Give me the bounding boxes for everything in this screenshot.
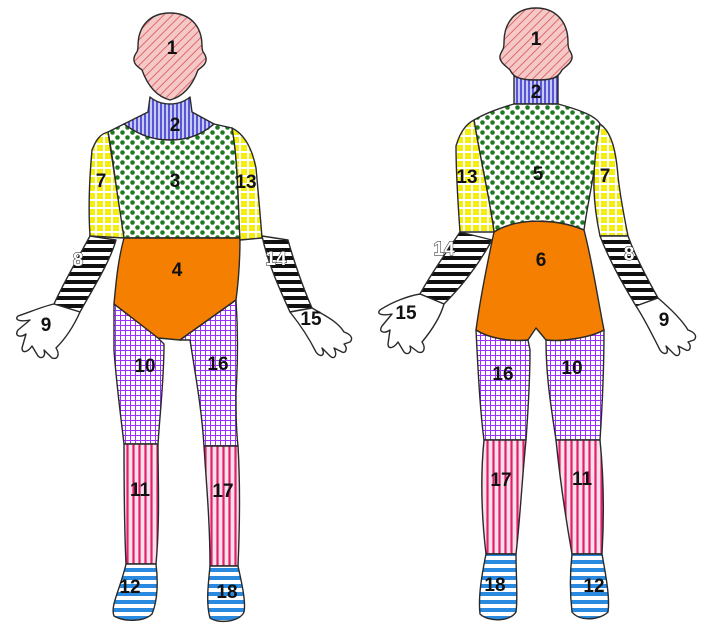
back-thigh-left [546,330,604,440]
front-lower-leg-right [124,444,159,564]
label-back-hand-right: 15 [395,303,417,324]
label-front-forearm-right: 8 [73,250,84,271]
label-back-upper-arm-right: 13 [456,167,477,188]
label-back-hand-left: 9 [659,310,670,331]
label-front-hand-left: 15 [300,309,322,330]
label-front-upper-arm-left: 13 [235,172,256,193]
label-back-thigh-right: 16 [492,364,513,385]
label-front-hand-right: 9 [41,315,52,336]
back-lower-leg-right [482,440,526,554]
front-forearm-left [262,236,312,312]
back-buttocks [476,221,604,340]
front-forearm-right [54,236,116,312]
front-lower-leg-left [204,446,240,566]
label-back-upper-back: 5 [533,164,544,185]
label-front-chest: 3 [170,171,181,192]
label-back-foot-right: 18 [484,575,505,596]
label-front-thigh-right: 10 [134,356,155,377]
label-front-foot-left: 18 [216,582,237,603]
label-front-thigh-left: 16 [207,354,228,375]
label-front-lower-leg-right: 11 [130,480,151,501]
label-back-lower-leg-left: 11 [572,469,593,490]
label-back-thigh-left: 10 [561,358,582,379]
label-front-abdomen: 4 [172,260,183,281]
label-front-upper-arm-right: 7 [96,171,107,192]
label-front-forearm-left: 14 [265,249,287,270]
label-back-head: 1 [531,29,542,50]
label-front-neck: 2 [170,115,181,136]
label-back-forearm-right: 14 [433,239,455,260]
label-front-foot-right: 12 [119,577,140,598]
label-back-forearm-left: 8 [624,244,635,265]
label-back-lower-leg-right: 17 [490,470,511,491]
label-front-lower-leg-left: 17 [212,481,233,502]
label-front-head: 1 [167,38,178,59]
label-back-upper-arm-left: 7 [600,166,611,187]
label-back-neck: 2 [531,82,542,103]
label-back-buttocks: 6 [536,250,547,271]
label-back-foot-left: 12 [583,576,604,597]
back-lower-leg-left [556,440,603,554]
